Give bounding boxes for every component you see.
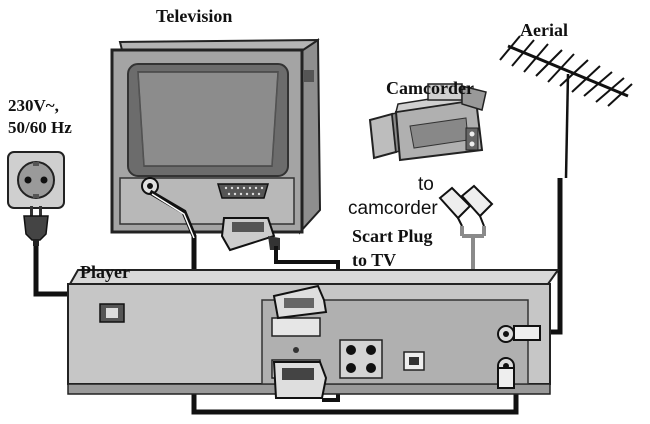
player-label: Player — [80, 262, 130, 282]
to-label: to — [418, 174, 434, 195]
aerial-label: Aerial — [520, 20, 568, 40]
rca-plug-icon — [497, 325, 541, 389]
power-voltage-label: 230V~, — [8, 96, 59, 115]
aerial-icon — [499, 35, 633, 179]
scart-plug-icon — [272, 284, 328, 320]
scart-plug-label: Scart Plug — [352, 226, 433, 246]
camcorder-lower-label: camcorder — [348, 198, 438, 219]
scart-plug-icon — [272, 361, 328, 399]
wall-socket-icon — [7, 151, 65, 209]
camcorder-label: Camcorder — [386, 78, 474, 98]
to-tv-label: to TV — [352, 250, 397, 270]
television-label: Television — [156, 6, 233, 26]
power-frequency-label: 50/60 Hz — [8, 118, 72, 137]
power-plug-icon — [23, 206, 49, 246]
television-icon — [110, 38, 322, 235]
tv-scart-cable — [274, 246, 340, 402]
camcorder-icon — [368, 83, 487, 162]
camcorder-cable — [324, 226, 486, 308]
rca-plug-icon — [438, 184, 494, 227]
